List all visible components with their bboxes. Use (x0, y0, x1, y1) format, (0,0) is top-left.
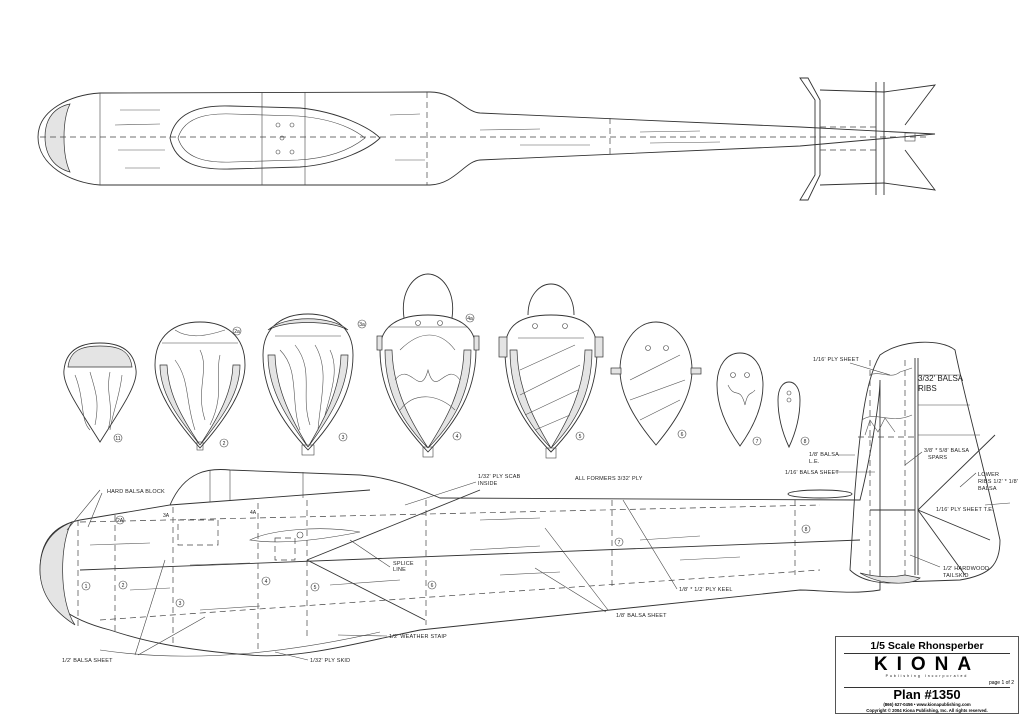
former-7: 7 (716, 352, 764, 447)
callout-ply-skid: 1/32' PLY SKID (310, 658, 350, 664)
page-indicator: page 1 of 2 (988, 680, 1014, 686)
former-6: 6 (610, 321, 702, 446)
station-label: 8 (805, 527, 808, 533)
contact-info: (866) 627-0456 • www.kionapublishing.com (883, 702, 971, 707)
logo-subtitle: Publishing Incorporated (885, 674, 969, 678)
callout-balsa-ribs-2: RIBS (918, 384, 937, 393)
former-label: 2 (223, 441, 226, 447)
callout-splice-2: LINE (393, 567, 406, 573)
top-view-fuselage (37, 77, 937, 201)
callout-balsa-ribs: 3/32' BALSA (918, 374, 964, 383)
callout-tailskid-2: TAILSKID (943, 573, 969, 579)
side-view-fuselage (39, 379, 881, 657)
plan-number: Plan #1350 (844, 687, 1010, 702)
callout-ply-te: 1/16' PLY SHEET T.E. (936, 507, 994, 513)
station-label: 2A (117, 518, 124, 524)
callout-balsa-sheet-half: 1/2' BALSA SHEET (62, 658, 113, 664)
callout-ply-scab-2: INSIDE (478, 481, 498, 487)
callout-tailskid: 1/2' HARDWOOD (943, 566, 989, 572)
callout-balsa-le: 1/8' BALSA (809, 452, 839, 458)
callout-spars: 3/8' * 5/8' BALSA (924, 448, 969, 454)
callout-ply-scab: 1/32' PLY SCAB (478, 474, 521, 480)
former-5: 5 (498, 283, 604, 459)
former-3: 3 3a (262, 313, 367, 456)
title-block: 1/5 Scale Rhonsperber KIONA Publishing I… (835, 636, 1019, 714)
station-label: 7 (618, 540, 621, 546)
station-label: 4A (250, 510, 257, 516)
fin (849, 341, 1001, 584)
former-label: 8 (804, 439, 807, 445)
former-sublabel: 3a (359, 322, 365, 328)
former-label: 11 (115, 436, 120, 442)
callout-ply-sheet: 1/16' PLY SHEET (813, 357, 859, 363)
station-label: 1 (85, 584, 88, 590)
callout-lower-ribs-2: RIBS 1/2' * 1/8' (978, 479, 1018, 485)
callout-splice: SPLICE (393, 561, 414, 567)
callout-lower-ribs: LOWER (978, 472, 999, 478)
plan-title: 1/5 Scale Rhonsperber (844, 640, 1010, 654)
former-label: 7 (756, 439, 759, 445)
callout-balsa-le-2: L.E. (809, 459, 820, 465)
former-label: 6 (681, 432, 684, 438)
station-label: 2 (122, 583, 125, 589)
station-label: 4 (265, 579, 268, 585)
former-sublabel: 2a (234, 329, 240, 335)
callout-weather-strip: 1/2' WEATHER STAIP (389, 634, 447, 640)
former-sublabel: 4a (467, 316, 473, 322)
fin-callouts: 1/16' PLY SHEET 3/32' BALSA RIBS 1/8' BA… (785, 357, 1018, 579)
kiona-logo: KIONA (873, 654, 981, 675)
callout-hard-balsa-block: HARD BALSA BLOCK (107, 489, 165, 495)
former-label: 4 (456, 434, 459, 440)
station-markers: 1 2 2A 3 3A 4 4A 5 6 7 8 (81, 510, 811, 608)
station-label: 5 (314, 585, 317, 591)
former-11: 11 (63, 342, 137, 443)
side-view-callouts: HARD BALSA BLOCK 1/32' PLY SCAB INSIDE S… (62, 474, 733, 664)
callout-balsa-sheet-eighth: 1/8' BALSA SHEET (616, 613, 667, 619)
copyright: Copyright © 2004 Kiona Publishing, Inc. … (866, 708, 988, 713)
formers-row: 11 2 2a 3 3a (63, 273, 810, 482)
station-label: 3 (179, 601, 182, 607)
former-2: 2 2a (154, 321, 246, 451)
station-label: 6 (431, 583, 434, 589)
former-4: 4 4a (376, 273, 480, 458)
callout-ply-keel: 1/8' * 1/2' PLY KEEL (679, 587, 733, 593)
station-label: 3A (163, 513, 170, 519)
callout-spars-2: SPARS (928, 455, 947, 461)
former-label: 3 (342, 435, 345, 441)
formers-note: ALL FORMERS 3/32' PLY (575, 476, 643, 482)
former-label: 5 (579, 434, 582, 440)
callout-balsa-sheet: 1/16' BALSA SHEET (785, 470, 839, 476)
callout-lower-ribs-3: BALSA (978, 486, 997, 492)
former-8: 8 (777, 381, 810, 449)
